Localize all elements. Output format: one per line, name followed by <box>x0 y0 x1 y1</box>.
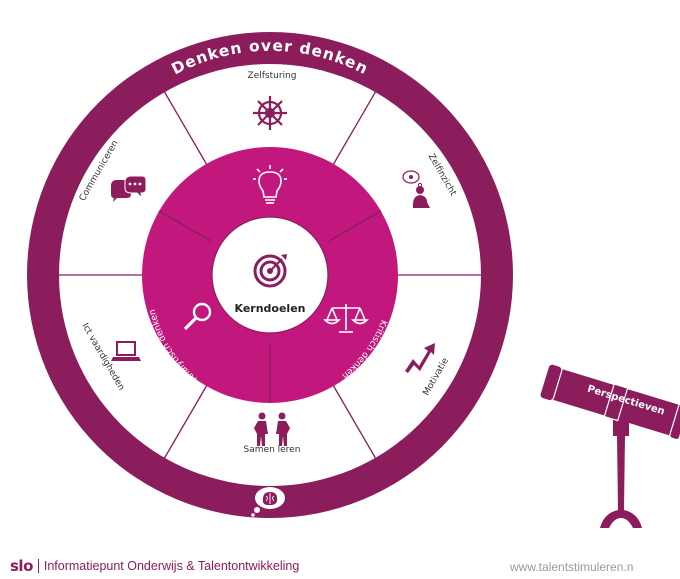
segment-label-samen-leren: Samen leren <box>244 445 301 455</box>
footer-subtitle: Informatiepunt Onderwijs & Talentontwikk… <box>43 559 300 573</box>
magnifier-icon <box>183 302 212 331</box>
center-label: Kerndoelen <box>234 302 305 315</box>
rising-arrow-icon <box>405 343 435 373</box>
balance-scale-icon <box>323 304 369 333</box>
two-people-icon <box>254 412 290 446</box>
footer-url[interactable]: www.talentstimuleren.n <box>510 560 634 574</box>
center-circle <box>211 216 329 334</box>
laptop-icon <box>111 341 141 361</box>
lightbulb-icon <box>253 165 287 204</box>
segment-label-zelfsturing: Zelfsturing <box>248 71 297 81</box>
slo-logo: slo <box>10 557 33 575</box>
logo-divider <box>37 559 39 573</box>
chat-bubbles-icon <box>111 175 147 202</box>
ship-wheel-icon <box>253 96 287 130</box>
target-icon <box>253 254 287 288</box>
thinking-person-icon <box>402 170 430 208</box>
telescope-icon: Perspectieven <box>539 363 680 528</box>
thinking-dividers <box>158 210 382 403</box>
skills-dividers <box>59 78 481 472</box>
inner-label-creatief: Creatief denken <box>231 120 306 135</box>
footer-branding: slo Informatiepunt Onderwijs & Talentont… <box>10 557 299 575</box>
brain-bubble-icon <box>251 487 285 517</box>
